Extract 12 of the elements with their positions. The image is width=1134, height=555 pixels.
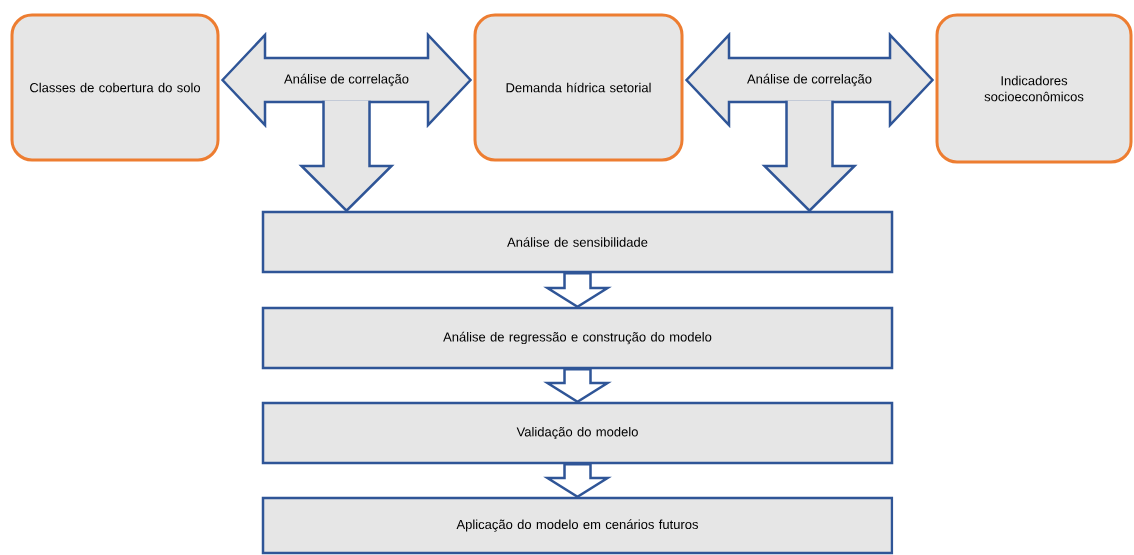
block-arrow — [543, 368, 612, 404]
block-arrow — [543, 463, 612, 499]
rounded-box: Indicadores socioeconômicos — [935, 13, 1133, 164]
rounded-box: Classes de cobertura do solo — [10, 13, 220, 162]
block-arrow — [543, 272, 612, 309]
process-box: Análise de sensibilidade — [261, 210, 894, 274]
process-box: Análise de regressão e construção do modelo — [261, 306, 894, 370]
rounded-box: Demanda hídrica setorial — [473, 13, 684, 162]
process-box: Aplicação do modelo em cenários futuros — [261, 496, 894, 555]
down-arrow — [298, 99, 395, 213]
down-arrow — [761, 99, 858, 213]
process-box: Validação do modelo — [261, 401, 894, 465]
